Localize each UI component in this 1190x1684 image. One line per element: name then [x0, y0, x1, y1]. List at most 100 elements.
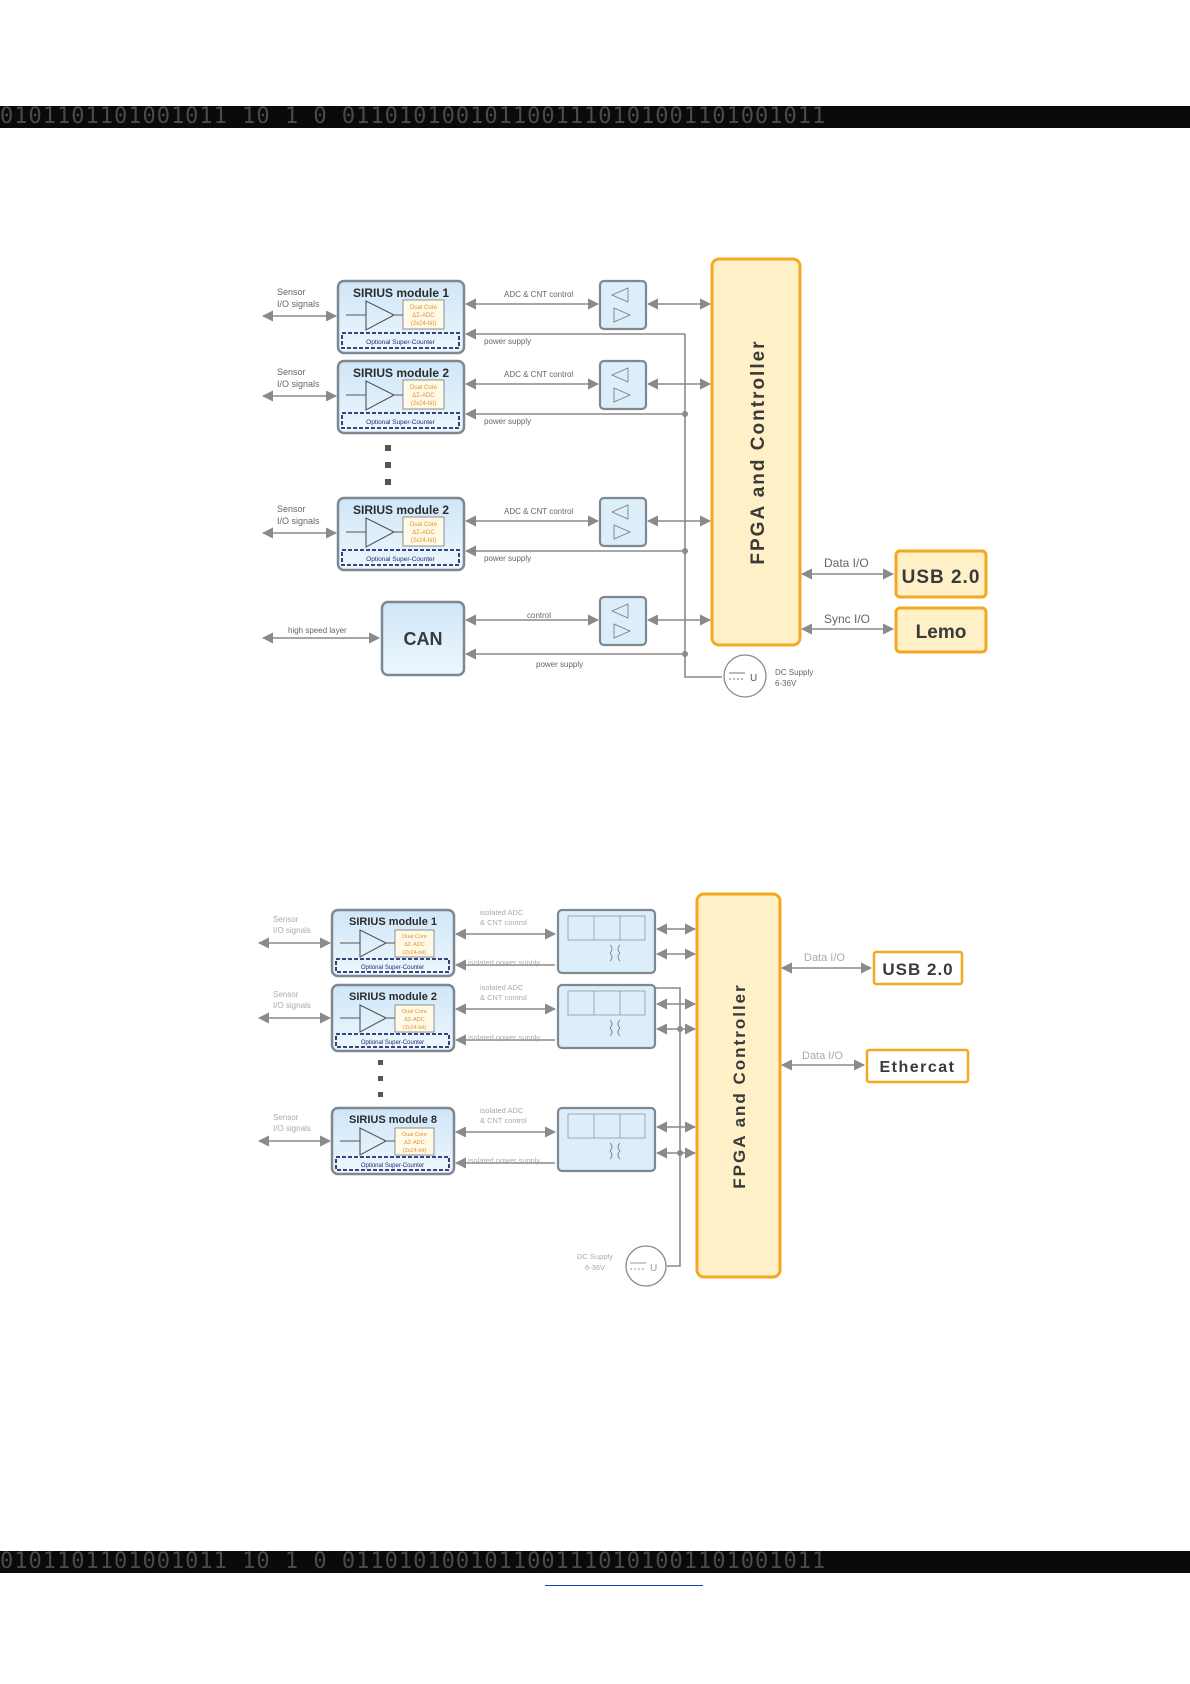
header-binary-band: 0101101101001011 10 1 0 0110101001011001…: [0, 106, 1190, 128]
d2-dc-label-2: 6-36V: [585, 1263, 605, 1272]
d1-fpga-title: FPGA and Controller: [748, 339, 769, 564]
d2-ethercat-label: Ethercat: [879, 1059, 955, 1076]
d2-dc-symbol: U: [650, 1263, 657, 1274]
d1-usb-box: [894, 549, 988, 599]
d1-usb-label: USB 2.0: [902, 567, 981, 588]
block-diagram-1-svg: Sensor I/O signals SIRIUS module 1 Dual …: [261, 257, 988, 698]
d2-m8-control-2: & CNT control: [480, 1116, 527, 1125]
d1-can-isolator-icon: [611, 603, 629, 619]
d2-m8-adc-1: Dual Core: [402, 1132, 427, 1138]
d1-m1-sensor-label-2: I/O signals: [277, 299, 320, 309]
d2-m1-sensor-label-1: Sensor: [273, 915, 299, 924]
d1-can-input: high speed layer: [288, 626, 347, 635]
d1-m3-adc-1: Dual Core: [410, 522, 438, 528]
d1-m1-isolator-icon: [611, 287, 629, 303]
d2-m8-counter: Optional Super-Counter: [361, 1163, 424, 1169]
d1-can-box: [380, 600, 466, 677]
d2-ethercat-box: [865, 1048, 970, 1084]
d2-m2-control-2: & CNT control: [480, 993, 527, 1002]
d2-m8-adc-box: [394, 1127, 435, 1156]
d2-data-io-label-1: Data I/O: [804, 952, 845, 964]
d1-m2-control: ADC & CNT control: [504, 370, 573, 379]
d2-m1-control-1: isolated ADC: [480, 908, 524, 917]
d1-m2-sensor-label-2: I/O signals: [277, 379, 320, 389]
d1-m2-adc-box: [402, 379, 445, 410]
d2-fpga-title: FPGA and Controller: [730, 983, 749, 1189]
d2-usb-box: [872, 950, 964, 986]
d2-data-io-label-2: Data I/O: [802, 1050, 843, 1062]
d2-m1-title: SIRIUS module 1: [349, 916, 437, 928]
d1-m2-isolator-icon: [611, 367, 629, 383]
d1-m2-adc-3: (2x24-bit): [411, 401, 436, 407]
d1-can-title: CAN: [404, 629, 443, 649]
d1-m1-box: [336, 279, 466, 355]
d1-dc-supply: U DC Supply 6-36V: [723, 654, 813, 698]
d1-m3-adc-3: (2x24-bit): [411, 538, 436, 544]
d2-dc-label-1: DC Supply: [577, 1252, 613, 1261]
d2-usb-label: USB 2.0: [882, 960, 953, 979]
d1-m3-adc-2: ΔΣ-ADC: [412, 530, 435, 536]
d1-m2-box: [336, 359, 466, 435]
d2-output-ethercat: Data I/O Ethercat: [780, 1048, 970, 1084]
d1-dc-symbol: U: [750, 673, 757, 684]
d2-m1-sensor-label-2: I/O signals: [273, 926, 311, 935]
d2-m2-adc-2: ΔΣ-ADC: [404, 1017, 425, 1023]
block-diagram-2: Sensor I/O signals SIRIUS module 1 Dual …: [0, 880, 1190, 1305]
block-diagram-2-svg: Sensor I/O signals SIRIUS module 1 Dual …: [257, 892, 970, 1287]
d1-m2-title: SIRIUS module 2: [353, 366, 449, 380]
d1-data-io-label: Data I/O: [824, 556, 869, 570]
block-diagram-1: Sensor I/O signals SIRIUS module 1 Dual …: [0, 0, 1190, 725]
d1-fpga-box: [710, 257, 802, 647]
d2-m1-adc-3: (2x24-bit): [403, 950, 426, 956]
d2-m2-control-1: isolated ADC: [480, 983, 524, 992]
d2-power-bus: [655, 987, 681, 1267]
d1-m3-control: ADC & CNT control: [504, 507, 573, 516]
d1-module-3: Sensor I/O signals SIRIUS module 2 Dual …: [261, 496, 712, 572]
d2-output-usb: Data I/O USB 2.0: [780, 950, 964, 986]
d1-output-usb: Data I/O USB 2.0: [800, 549, 988, 599]
d1-m2-adc-1: Dual Core: [410, 385, 438, 391]
d1-output-lemo: Sync I/O Lemo: [800, 606, 988, 654]
d1-m2-sensor-label-1: Sensor: [277, 367, 306, 377]
d1-m1-adc-box: [402, 299, 445, 330]
d2-m2-power: isolated power supply: [468, 1033, 540, 1042]
d1-lemo-label: Lemo: [916, 622, 967, 643]
d1-ellipsis: [385, 445, 391, 485]
d2-m1-control-2: & CNT control: [480, 918, 527, 927]
d1-m3-counter: Optional Super-Counter: [366, 556, 435, 563]
footer-binary-band: 0101101101001011 10 1 0 0110101001011001…: [0, 1551, 1190, 1573]
d1-m1-control: ADC & CNT control: [504, 290, 573, 299]
d1-m1-sensor-label-1: Sensor: [277, 287, 306, 297]
d2-m2-counter-box: [335, 1033, 450, 1048]
d1-power-bus: [684, 334, 722, 678]
d1-m3-title: SIRIUS module 2: [353, 503, 449, 517]
d2-fpga-box: [695, 892, 782, 1279]
d1-m1-power: power supply: [484, 337, 531, 346]
d2-m1-adc-2: ΔΣ-ADC: [404, 942, 425, 948]
d2-m8-adc-3: (2x24-bit): [403, 1148, 426, 1154]
d1-m1-adc-1: Dual Core: [410, 305, 438, 311]
d2-m1-adc-1: Dual Core: [402, 934, 427, 940]
d1-m3-isolator-icon: [611, 504, 629, 520]
d2-dc-supply: U DC Supply 6-36V: [577, 1245, 667, 1287]
footer-binary-text: 0101101101001011 10 1 0 0110101001011001…: [0, 1551, 827, 1573]
d2-m2-sensor-label-1: Sensor: [273, 990, 299, 999]
d1-dc-label-1: DC Supply: [775, 668, 813, 677]
d2-module-1: Sensor I/O signals SIRIUS module 1 Dual …: [257, 908, 697, 978]
d2-m8-power: isolated power supply: [468, 1156, 540, 1165]
d2-m2-adc-3: (2x24-bit): [403, 1025, 426, 1031]
d1-m1-adc-3: (2x24-bit): [411, 321, 436, 327]
d1-m1-title: SIRIUS module 1: [353, 286, 449, 300]
d2-module-8: Sensor I/O signals SIRIUS module 8 Dual …: [257, 1106, 697, 1176]
d2-m2-adc-box: [394, 1004, 435, 1033]
d1-m3-power: power supply: [484, 554, 531, 563]
d2-m2-isolator-box: [556, 983, 657, 1050]
d1-m3-sensor-label-1: Sensor: [277, 504, 306, 514]
d1-can-power: power supply: [536, 660, 583, 669]
d2-m2-isolator-icon: [567, 990, 646, 1016]
footer-link-underline[interactable]: [545, 1584, 703, 1586]
d1-can-isolator-box: [598, 595, 648, 647]
header-binary-text: 0101101101001011 10 1 0 0110101001011001…: [0, 106, 827, 128]
d2-m8-isolator-icon: [567, 1113, 646, 1139]
d1-dc-supply-icon: [723, 654, 767, 698]
